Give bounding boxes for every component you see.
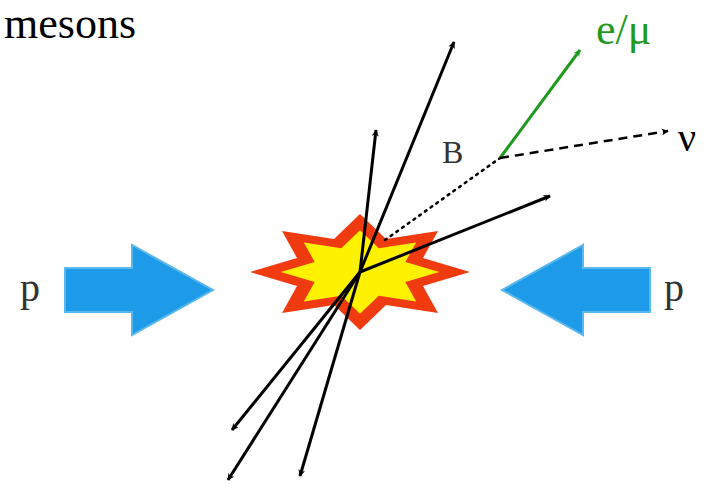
proton-beam-arrow [502,245,650,335]
particle-label: p [20,268,40,308]
particle-label: ν [678,118,696,158]
neutrino-track [500,131,668,158]
particle-track [360,196,550,272]
particle-track [232,272,360,430]
particle-track [228,272,360,480]
particle-track [360,130,376,272]
particle-track [360,42,454,272]
proton-beam-arrow [65,245,213,335]
lepton-track [500,50,580,158]
slide-heading-fragment: mesons [4,2,136,46]
particle-label: e/μ [596,8,651,52]
particle-label: p [664,268,684,308]
b-meson-path [385,158,500,240]
particle-label: B [442,136,463,168]
particle-track [300,272,360,476]
